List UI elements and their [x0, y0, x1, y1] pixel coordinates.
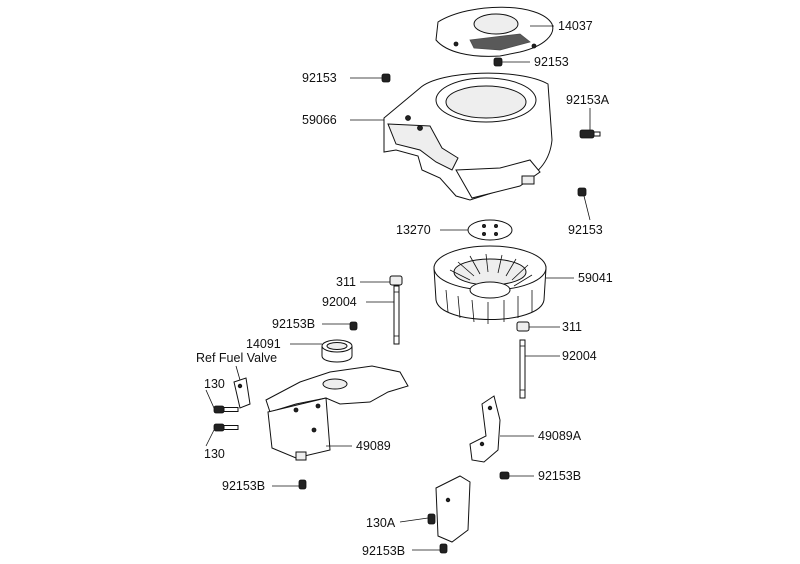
callout-92153B-bottom: 92153B	[362, 544, 405, 558]
stud-92004-right	[519, 339, 526, 399]
callout-14037: 14037	[558, 19, 593, 33]
callout-130-lower: 130	[204, 447, 225, 461]
callout-92153-top: 92153	[534, 55, 569, 69]
callout-311-left: 311	[336, 275, 356, 289]
callout-92004-right: 92004	[562, 349, 597, 363]
callout-49089: 49089	[356, 439, 391, 453]
callout-92153B-right: 92153B	[538, 469, 581, 483]
fan-housing-59066	[383, 72, 553, 201]
cover-plate-14037	[435, 6, 554, 57]
callout-92004-left: 92004	[322, 295, 357, 309]
baffle-49089A	[435, 395, 501, 543]
leader-lines	[205, 25, 591, 551]
callout-labels: 14037 92153 92153 92153A 59066 92153 132…	[196, 19, 613, 558]
callout-92153-right: 92153	[568, 223, 603, 237]
callout-92153B-upper: 92153B	[272, 317, 315, 331]
screw-130-lower	[213, 423, 239, 432]
bolt-92153B-bottom	[439, 543, 448, 554]
callout-ref-fuel-valve: Ref Fuel Valve	[196, 351, 277, 365]
callout-130-upper: 130	[204, 377, 225, 391]
fan-plate-13270	[467, 219, 513, 241]
nut-311-left	[389, 275, 403, 286]
callout-130A: 130A	[366, 516, 396, 530]
bolt-92153-left	[381, 73, 391, 83]
stud-92004-left	[393, 285, 400, 345]
baffle-49089	[265, 365, 409, 461]
grommet-14091	[321, 339, 353, 363]
callout-49089A: 49089A	[538, 429, 582, 443]
callout-59066: 59066	[302, 113, 337, 127]
screw-130-upper	[213, 405, 239, 414]
screw-130A	[427, 513, 436, 525]
callout-13270: 13270	[396, 223, 431, 237]
bolt-92153B-left	[298, 479, 307, 490]
callout-92153A: 92153A	[566, 93, 610, 107]
callout-311-right: 311	[562, 320, 582, 334]
cooling-fan-59041	[433, 245, 547, 324]
screw-92153A	[579, 129, 601, 139]
fuel-valve-tab	[233, 377, 251, 409]
nut-311-right	[516, 321, 530, 332]
callout-92153-left: 92153	[302, 71, 337, 85]
bolt-92153B-right	[499, 471, 510, 480]
callout-14091: 14091	[246, 337, 281, 351]
bolt-92153-right	[577, 187, 587, 197]
bolt-92153B-upper	[349, 321, 358, 331]
bolt-92153-top	[493, 57, 503, 67]
callout-59041: 59041	[578, 271, 613, 285]
callout-92153B-left: 92153B	[222, 479, 265, 493]
